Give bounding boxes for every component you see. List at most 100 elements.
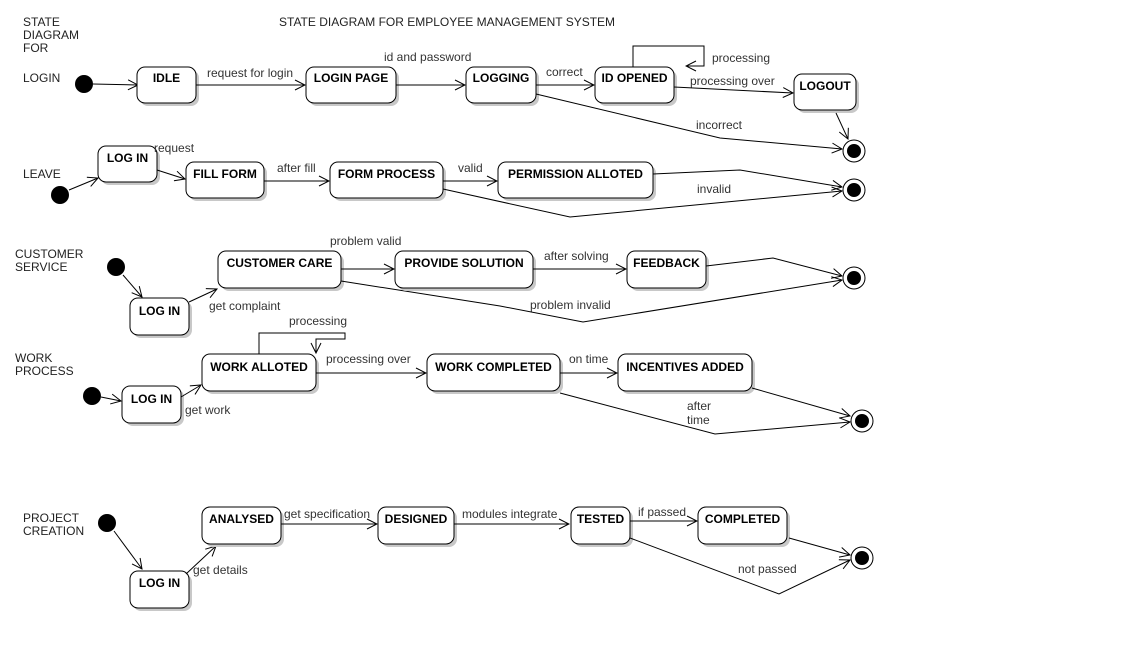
state-pc-login: LOG IN: [129, 570, 192, 611]
initial-state-customer-service: [107, 258, 125, 276]
label-on-time: on time: [569, 352, 609, 366]
state-incentives-added: INCENTIVES ADDED: [617, 353, 755, 394]
edge-id-opened-to-logout: [673, 86, 793, 93]
legend-line-1: STATE: [23, 15, 60, 29]
label-processing-over-work: processing over: [326, 352, 411, 366]
label-get-specification: get specification: [284, 507, 370, 521]
label-processing-over-login: processing over: [690, 74, 775, 88]
section-project-creation-label-2: CREATION: [23, 524, 84, 538]
state-tested: TESTED: [570, 506, 633, 547]
edge-tested-to-final-not-passed: [629, 537, 850, 595]
label-processing-work: processing: [289, 314, 347, 328]
edge-permission-to-final: [652, 169, 842, 187]
state-pc-login-label: LOG IN: [139, 576, 180, 590]
state-logging: LOGGING: [465, 66, 539, 106]
state-analysed: ANALYSED: [201, 506, 284, 547]
edge-work-completed-to-final-after-time: [559, 392, 850, 435]
label-problem-invalid: problem invalid: [530, 298, 611, 312]
state-idle: IDLE: [136, 66, 199, 106]
edge-pc-login-to-analysed: [185, 546, 216, 575]
state-designed-label: DESIGNED: [385, 512, 448, 526]
state-completed: COMPLETED: [697, 506, 790, 547]
legend-line-3: FOR: [23, 41, 49, 55]
edge-logging-to-final-incorrect: [535, 93, 842, 149]
state-form-process-label: FORM PROCESS: [338, 167, 435, 181]
state-completed-label: COMPLETED: [705, 512, 781, 526]
state-permission-alloted-label: PERMISSION ALLOTED: [508, 167, 643, 181]
state-feedback-label: FEEDBACK: [633, 256, 700, 270]
state-provide-solution-label: PROVIDE SOLUTION: [404, 256, 523, 270]
state-fill-form: FILL FORM: [185, 161, 267, 201]
edge-feedback-to-final: [705, 257, 842, 276]
edge-completed-to-final: [788, 537, 850, 555]
state-form-process: FORM PROCESS: [329, 161, 446, 201]
label-if-passed: if passed: [638, 505, 686, 519]
state-provide-solution: PROVIDE SOLUTION: [394, 250, 536, 291]
state-id-opened-label: ID OPENED: [601, 71, 667, 85]
state-wp-login: LOG IN: [121, 385, 184, 426]
edge-start-to-leave-login: [68, 178, 98, 191]
final-state-leave: [842, 178, 866, 202]
label-request: request: [154, 141, 195, 155]
initial-state-project-creation: [98, 514, 116, 532]
label-invalid: invalid: [697, 182, 731, 196]
label-id-and-password: id and password: [384, 50, 471, 64]
state-leave-login-label: LOG IN: [107, 151, 148, 165]
initial-state-work-process: [83, 387, 101, 405]
edge-wp-login-to-work-alloted: [180, 385, 201, 398]
state-permission-alloted: PERMISSION ALLOTED: [497, 161, 656, 201]
state-login-page-label: LOGIN PAGE: [314, 71, 388, 85]
initial-state-login: [75, 75, 93, 93]
state-cs-login-label: LOG IN: [139, 304, 180, 318]
state-work-alloted-label: WORK ALLOTED: [210, 360, 308, 374]
state-leave-login: LOG IN: [97, 145, 160, 185]
state-designed: DESIGNED: [377, 506, 457, 547]
edge-customer-care-to-final-invalid: [340, 280, 842, 323]
section-leave-label: LEAVE: [23, 167, 61, 181]
state-incentives-added-label: INCENTIVES ADDED: [626, 360, 744, 374]
section-customer-service-label-2: SERVICE: [15, 260, 67, 274]
state-logout-label: LOGOUT: [799, 79, 851, 93]
edge-start-to-wp-login: [100, 397, 121, 401]
edge-cs-login-to-customer-care: [188, 289, 217, 303]
section-work-process-label-2: PROCESS: [15, 364, 74, 378]
state-work-completed-label: WORK COMPLETED: [435, 360, 552, 374]
state-logout: LOGOUT: [793, 73, 859, 113]
section-login-label: LOGIN: [23, 71, 60, 85]
state-work-alloted: WORK ALLOTED: [201, 353, 319, 394]
section-work-process-label-1: WORK: [15, 351, 52, 365]
final-state-work-process: [850, 409, 874, 433]
label-get-complaint: get complaint: [209, 299, 281, 313]
label-not-passed: not passed: [738, 562, 797, 576]
label-get-work: get work: [185, 403, 231, 417]
label-incorrect: incorrect: [696, 118, 743, 132]
state-idle-label: IDLE: [153, 71, 180, 85]
label-get-details: get details: [193, 563, 248, 577]
edge-incentives-to-final: [751, 387, 850, 416]
state-wp-login-label: LOG IN: [131, 392, 172, 406]
edge-start-to-idle: [92, 84, 138, 85]
edge-work-alloted-self-loop: [258, 332, 346, 354]
final-state-project-creation: [850, 546, 874, 570]
final-state-login: [842, 139, 866, 163]
label-processing-login: processing: [712, 51, 770, 65]
state-cs-login: LOG IN: [129, 297, 192, 338]
label-after-solving: after solving: [544, 249, 609, 263]
label-after-time-1: after: [687, 399, 711, 413]
label-request-for-login: request for login: [207, 66, 293, 80]
state-id-opened: ID OPENED: [594, 66, 677, 106]
initial-state-leave: [51, 186, 69, 204]
edge-start-to-cs-login: [122, 274, 142, 297]
label-modules-integrate: modules integrate: [462, 507, 558, 521]
edge-start-to-pc-login: [113, 530, 142, 569]
legend-line-2: DIAGRAM: [23, 28, 79, 42]
label-after-fill: after fill: [277, 161, 316, 175]
state-customer-care-label: CUSTOMER CARE: [227, 256, 333, 270]
section-project-creation-label-1: PROJECT: [23, 511, 80, 525]
state-fill-form-label: FILL FORM: [193, 167, 257, 181]
state-logging-label: LOGGING: [473, 71, 530, 85]
edge-logout-to-final: [835, 112, 848, 139]
section-customer-service-label-1: CUSTOMER: [15, 247, 84, 261]
final-state-customer-service: [842, 266, 866, 290]
